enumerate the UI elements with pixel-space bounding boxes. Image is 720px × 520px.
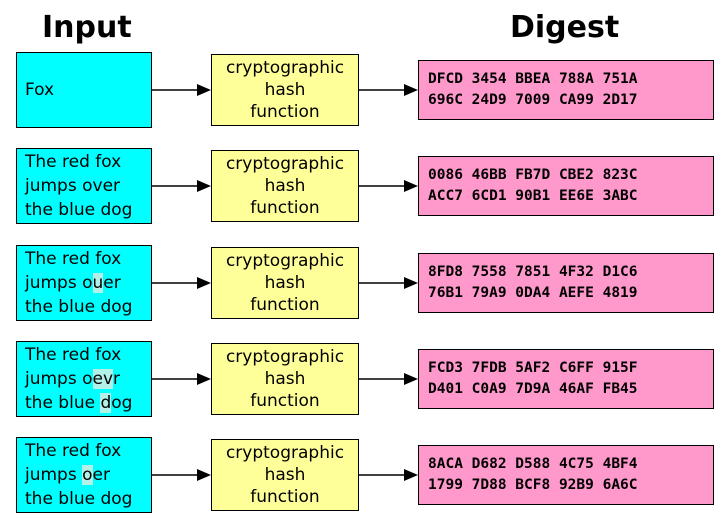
digest-box: 0086 46BB FB7D CBE2 823C ACC7 6CD1 90B1 E… <box>418 156 714 216</box>
input-segment: Fox <box>25 80 55 100</box>
hash-function-label: function <box>250 198 320 218</box>
digest-box: DFCD 3454 BBEA 788A 751A 696C 24D9 7009 C… <box>418 60 714 120</box>
input-segment: the blue dog <box>25 297 133 317</box>
input-segment: r <box>113 369 121 389</box>
hash-function-label: hash <box>264 465 306 485</box>
arrow-hash-to-digest <box>359 469 418 481</box>
changed-character-highlight: d <box>100 393 112 413</box>
hash-function-label: function <box>250 102 320 122</box>
digest-line: 0086 46BB FB7D CBE2 823C <box>428 167 638 183</box>
hash-function-label: function <box>250 391 320 411</box>
input-line: the blue dog <box>25 198 132 222</box>
input-text: Fox <box>25 78 54 102</box>
input-box: The red fox jumps over the blue dog <box>16 148 152 224</box>
input-line: the blue dog <box>25 295 132 319</box>
input-segment: the blue dog <box>25 489 133 509</box>
input-segment: the blue <box>25 393 101 413</box>
hash-function-label: function <box>250 487 320 507</box>
digest-line: 1799 7D88 BCF8 92B9 6A6C <box>428 477 638 493</box>
input-text: The red fox jumps over the blue dog <box>25 150 132 222</box>
arrow-hash-to-digest <box>359 84 418 96</box>
arrow-input-to-hash <box>152 180 211 192</box>
hash-function-label: hash <box>264 369 306 389</box>
input-segment: The red fox <box>25 345 122 365</box>
input-line: the blue dog <box>25 487 132 511</box>
changed-character-highlight: u <box>92 273 104 293</box>
input-segment: The red fox <box>25 441 122 461</box>
input-line: The red fox <box>25 150 132 174</box>
arrow-input-to-hash <box>152 84 211 96</box>
digest-line: 8ACA D682 D588 4C75 4BF4 <box>428 456 638 472</box>
hash-function-label: cryptographic <box>225 154 345 174</box>
digest-line: DFCD 3454 BBEA 788A 751A <box>428 71 638 87</box>
hash-function-label: hash <box>264 273 306 293</box>
arrow-input-to-hash <box>152 277 211 289</box>
digest-box: FCD3 7FDB 5AF2 C6FF 915F D401 C0A9 7D9A 4… <box>418 349 714 409</box>
input-line: the blue dog <box>25 391 132 415</box>
hash-function-label: hash <box>264 80 306 100</box>
digest-line: D401 C0A9 7D9A 46AF FB45 <box>428 381 638 397</box>
hash-function-label: hash <box>264 176 306 196</box>
input-segment: er <box>103 273 121 293</box>
input-line: The red fox <box>25 247 132 271</box>
changed-character-highlight: o <box>82 465 93 485</box>
input-line: jumps over <box>25 174 132 198</box>
arrow-hash-to-digest <box>359 180 418 192</box>
digest-line: 696C 24D9 7009 CA99 2D17 <box>428 92 638 108</box>
arrow-hash-to-digest <box>359 277 418 289</box>
input-segment: jumps <box>25 465 83 485</box>
hash-function-label: cryptographic <box>225 58 345 78</box>
input-line: The red fox <box>25 439 132 463</box>
input-segment: er <box>92 465 110 485</box>
input-box: Fox <box>16 52 152 128</box>
digest-box: 8FD8 7558 7851 4F32 D1C6 76B1 79A9 0DA4 A… <box>418 253 714 313</box>
hash-function-label: cryptographic <box>225 347 345 367</box>
changed-character-highlight: ev <box>92 369 114 389</box>
hash-function-label: cryptographic <box>225 251 345 271</box>
arrow-input-to-hash <box>152 469 211 481</box>
input-segment: jumps over <box>25 176 121 196</box>
input-segment: og <box>111 393 133 413</box>
input-line: jumps ouer <box>25 271 132 295</box>
hash-function-label: function <box>250 295 320 315</box>
input-segment: the blue dog <box>25 200 133 220</box>
input-line: jumps oevr <box>25 367 132 391</box>
digest-box: 8ACA D682 D588 4C75 4BF4 1799 7D88 BCF8 9… <box>418 445 714 505</box>
diagram-row: The red fox jumps over the blue dog cryptog… <box>0 148 720 224</box>
arrow-hash-to-digest <box>359 373 418 385</box>
input-line: The red fox <box>25 343 132 367</box>
input-header: Input <box>42 10 132 45</box>
digest-line: FCD3 7FDB 5AF2 C6FF 915F <box>428 360 638 376</box>
input-line: jumps oer <box>25 463 132 487</box>
digest-line: 8FD8 7558 7851 4F32 D1C6 <box>428 264 638 280</box>
arrow-input-to-hash <box>152 373 211 385</box>
hash-function-label: cryptographic <box>225 443 345 463</box>
input-segment: jumps o <box>25 273 93 293</box>
input-line: Fox <box>25 78 54 102</box>
digest-line: 76B1 79A9 0DA4 AEFE 4819 <box>428 285 638 301</box>
input-segment: The red fox <box>25 152 122 172</box>
input-segment: The red fox <box>25 249 122 269</box>
input-segment: jumps o <box>25 369 93 389</box>
digest-header: Digest <box>510 10 620 45</box>
digest-line: ACC7 6CD1 90B1 EE6E 3ABC <box>428 188 638 204</box>
